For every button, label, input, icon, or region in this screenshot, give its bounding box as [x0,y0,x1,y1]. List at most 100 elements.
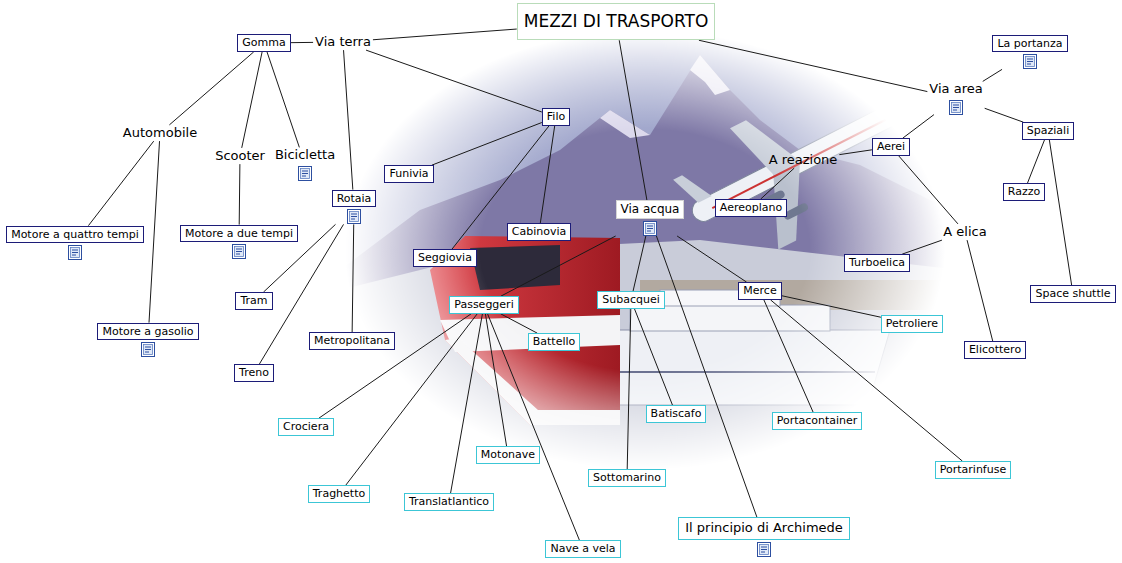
connector-line [633,236,646,291]
document-icon [949,100,963,115]
connector-line [699,40,927,91]
concept-box: Motore a gasolio [97,323,198,341]
connector-line [1027,140,1044,183]
concept-box: Traghetto [308,485,370,503]
concept-label: A reazione [767,152,840,168]
concept-node: Battello [528,333,581,351]
connector-line [761,168,795,199]
concept-box: Cabinovia [507,223,571,241]
concept-box: Metropolitana [309,332,395,350]
concept-label: A elica [941,224,988,240]
connector-line [782,296,881,318]
concept-node: Motore a gasolio [97,323,198,358]
concept-node: A elica [941,224,988,240]
connector-line [902,240,942,254]
connector-line [903,115,934,139]
concept-box: Turboelica [844,254,910,272]
concept-node: Translatlantico [404,493,494,511]
concept-box: Gomma [237,34,290,52]
concept-node: La portanza [992,35,1067,70]
concept-node: Spaziali [1022,122,1074,140]
concept-node: Merce [738,282,781,300]
concept-box: Batiscafo [646,405,707,423]
concept-box: Spaziali [1022,122,1074,140]
connector-line [88,141,153,226]
connector-line [319,314,471,418]
concept-node: Motore a due tempi [180,225,298,260]
concept-box: Motore a quattro tempi [6,226,144,244]
concept-node: Gomma [237,34,290,52]
document-icon [68,245,82,260]
connector-line [373,29,517,40]
concept-box: Via acqua [616,200,685,219]
concept-node: Aerei [872,138,910,156]
concept-box: Tram [235,292,272,310]
concept-box: Rotaia [332,190,377,208]
concept-node: Crociera [278,418,334,436]
concept-node: Bicicletta [273,147,337,180]
concept-box: Battello [528,333,581,351]
connector-line [839,150,872,155]
concept-node: Space shuttle [1030,285,1115,303]
concept-node: Via area [927,81,984,114]
concept-node: Nave a vela [545,540,620,558]
concept-label: Via terra [313,34,373,50]
connector-line [771,300,963,461]
document-icon [347,209,361,224]
concept-node: Razzo [1003,183,1045,201]
connector-line [619,40,647,200]
concept-box: Motore a due tempi [180,225,298,243]
connector-line [267,52,299,148]
concept-node: Passeggeri [449,296,518,314]
document-icon [643,221,657,236]
document-icon [757,542,771,557]
concept-box: Nave a vela [545,540,620,558]
concept-box: Translatlantico [404,493,494,511]
concept-node: MEZZI DI TRASPORTO [517,3,716,40]
connector-line [1049,140,1071,285]
concept-box: Portacontainer [772,412,863,430]
concept-node: Sottomarino [588,469,666,487]
concept-node: Cabinovia [507,223,571,241]
concept-box: Subacquei [597,291,665,309]
connector-line [983,69,1002,81]
concept-box: Merce [738,282,781,300]
concept-node: Motore a quattro tempi [6,226,144,261]
connector-line [634,309,672,405]
concept-node: Scooter [213,148,267,164]
connector-line [899,156,958,224]
connector-line [501,236,616,296]
connector-line [169,52,253,125]
concept-node: Metropolitana [309,332,395,350]
connector-line [149,141,160,323]
concept-node: Elicottero [964,341,1026,359]
concept-box: MEZZI DI TRASPORTO [517,3,716,40]
connector-line [764,300,813,412]
concept-box: Petroliere [881,315,943,333]
document-icon [1023,54,1037,69]
connector-line [451,314,483,493]
concept-box: La portanza [992,35,1067,53]
concept-box: Portarinfuse [935,461,1011,479]
concept-node: Seggiovia [413,249,477,267]
document-icon [141,342,155,357]
connector-line [432,123,542,166]
concept-node: Filo [542,108,570,126]
concept-node: Portarinfuse [935,461,1011,479]
concept-node: Automobile [121,125,199,141]
connector-line [967,240,993,341]
concept-node: Batiscafo [646,405,707,423]
concept-node: Turboelica [844,254,910,272]
concept-node: Rotaia [332,190,377,225]
concept-box: Elicottero [964,341,1026,359]
connector-line [501,314,537,333]
concept-label: Via area [927,81,984,97]
concept-node: Via terra [313,34,373,50]
concept-node: Petroliere [881,315,943,333]
connector-line [291,42,313,43]
document-icon [232,244,246,259]
concept-box: Filo [542,108,570,126]
connector-line [985,108,1024,122]
concept-box: Passeggeri [449,296,518,314]
connector-line [366,50,542,112]
